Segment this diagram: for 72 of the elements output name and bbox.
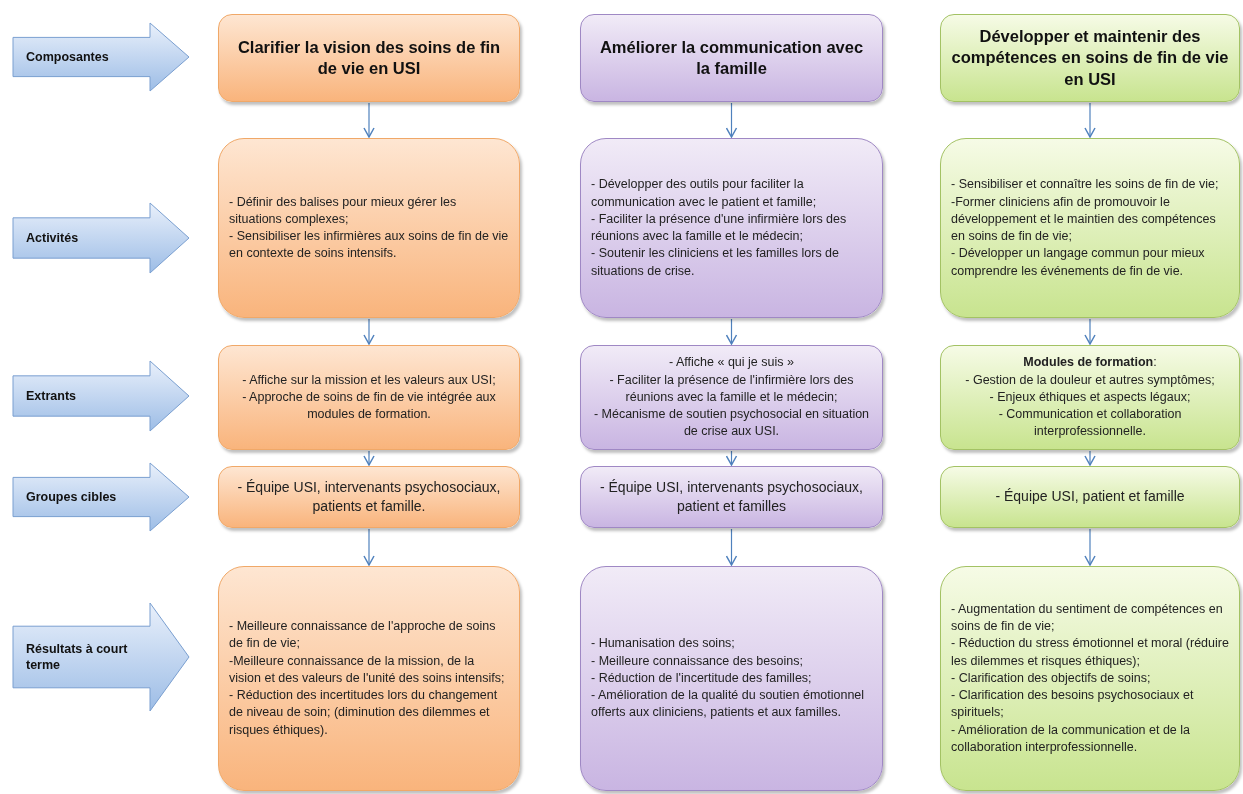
rounded-box [580,566,883,791]
box-text: - Clarification des objectifs de soins; [951,669,1152,687]
rounded-box [940,345,1240,450]
arrow [725,102,738,138]
arrow [1084,102,1096,138]
rounded-box [940,466,1240,528]
row-label: Extrants [25,387,78,405]
header-box [940,14,1240,102]
box-text: - Développer un langage commun pour mieux comprendre les événements de fin de vie. [951,245,1206,280]
arrow [1084,528,1096,566]
arrow [725,450,738,466]
row-header-shape [12,202,190,274]
rounded-box [580,138,883,318]
header-box [218,14,520,102]
rounded-box [218,138,520,318]
box-text: - Soutenir les cliniciens et les familles lors de situations de crise. [591,245,841,280]
row-header-shape [12,360,190,432]
rounded-box [218,345,520,450]
row-header-shape [12,462,190,532]
box-text: - Amélioration de la communication et de la collaboration interprofessionnelle. [951,721,1191,756]
box-text: - Affiche « qui je suis » [668,354,795,372]
box-text: - Humanisation des soins; [591,635,736,653]
box-text: - Faciliter la présence de l'infirmière lors des réunions avec la famille et le médecin; [608,371,855,406]
box-text: - Affiche sur la mission et les valeurs aux USI; [241,371,497,389]
arrow [1084,450,1096,466]
box-text: - Réduction de l'incertitude des familles; [591,669,813,687]
rounded-box [580,345,883,450]
box-text: Modules de formation: [1022,354,1158,372]
box-text: - Développer des outils pour faciliter la communication avec le patient et famille; [591,176,818,211]
arrow [363,528,375,566]
box-text: -Meilleure connaissance de la mission, de la vision et des valeurs de l'unité des soins intensifs; [229,652,506,687]
row-header-shape [12,602,190,712]
box-text: - Sensibiliser les infirmières aux soins de fin de vie en contexte de soins intensifs. [229,228,509,263]
rounded-box [940,138,1240,318]
arrow [363,102,375,138]
box-text: - Réduction des incertitudes lors du changement de niveau de soin; (diminution des dilemmes et risques éthiques). [229,687,499,739]
arrow [725,528,738,566]
box-text: - Faciliter la présence d'une infirmière lors des réunions avec la famille et le médecin; [591,210,848,245]
column-heading: Développer et maintenir des compétences en soins de fin de vie en USI [951,25,1229,90]
arrow [1084,318,1096,345]
box-text: - Communication et collaboration interprofessionnelle. [997,406,1183,441]
box-text: - Approche de soins de fin de vie intégrée aux modules de formation. [241,388,497,424]
box-text: - Gestion de la douleur et autres symptômes; [964,371,1216,389]
box-text: - Augmentation du sentiment de compétences en soins de fin de vie; [951,600,1224,636]
row-label: Groupes cibles [25,488,118,506]
box-text: - Définir des balises pour mieux gérer les situations complexes; [229,193,458,228]
box-text: - Meilleure connaissance de l'approche de soins de fin de vie; [229,618,497,653]
rounded-box [218,566,520,791]
box-text: - Sensibiliser et connaître les soins de fin de vie; [951,176,1220,194]
box-text: -Former cliniciens afin de promouvoir le développement et le maintien des compétences en soins de fin de vie; [951,193,1217,245]
header-box [580,14,883,102]
box-text: - Enjeux éthiques et aspects légaux; [988,388,1192,406]
row-label: Composantes [25,48,110,66]
arrow [363,450,375,466]
box-text: - Meilleure connaissance des besoins; [591,652,804,670]
row-header-shape [12,22,190,92]
rounded-box [580,466,883,528]
column-heading: Améliorer la communication avec la famille [598,36,865,79]
arrow [363,318,375,345]
box-text: - Amélioration de la qualité du soutien émotionnel offerts aux cliniciens, patients et aux familles. [591,687,866,722]
box-text: - Clarification des besoins psychosociaux et spirituels; [951,687,1195,722]
box-text: - Équipe USI, intervenants psychosociaux, patient et familles [599,477,864,516]
row-label: Activités [25,229,80,247]
rounded-box [940,566,1240,791]
row-label: Résultats à court terme [25,640,129,674]
box-text: - Mécanisme de soutien psychosocial en situation de crise aux USI. [592,406,871,441]
box-text: - Réduction du stress émotionnel et moral (réduire les dilemmes et risques éthiques); [951,635,1229,670]
box-text: - Équipe USI, intervenants psychosociaux, patients et famille. [236,477,502,516]
arrow [725,318,738,345]
column-heading: Clarifier la vision des soins de fin de vie en USI [236,36,502,79]
rounded-box [218,466,520,528]
box-text: - Équipe USI, patient et famille [994,487,1186,507]
